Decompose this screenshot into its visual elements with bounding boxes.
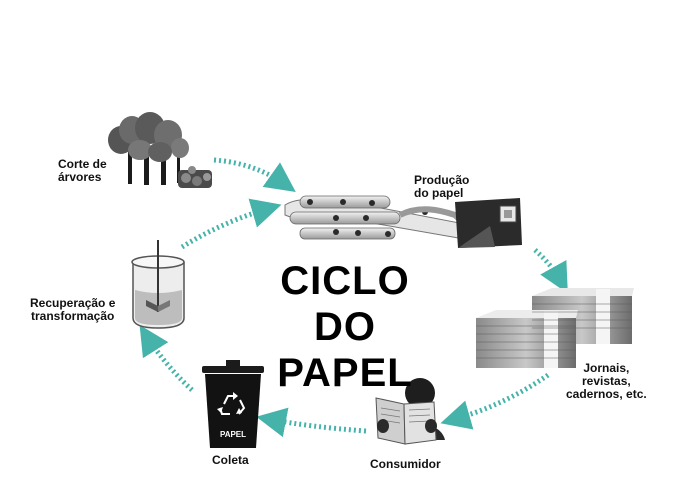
arrow-consumer-to-bin	[256, 407, 367, 438]
label-jornais: Jornais, revistas, cadernos, etc.	[566, 361, 647, 401]
recycling-bin-icon	[202, 360, 264, 448]
logs-icon	[178, 166, 212, 188]
label-recuperacao: Recuperação e transformação	[30, 296, 116, 323]
arrow-production-to-stacks	[533, 248, 568, 294]
arrow-stacks-to-consumer	[440, 372, 550, 430]
diagram-title: CICLO DO PAPEL	[277, 259, 413, 395]
arrow-bin-to-tank	[139, 324, 194, 392]
label-producao: Produção do papel	[414, 173, 470, 200]
cycle-arrows	[139, 157, 568, 438]
label-corte: Corte de árvores	[58, 157, 107, 184]
mixing-tank-icon	[131, 240, 185, 329]
reading-person-icon	[375, 378, 445, 445]
arrow-trees-to-production	[213, 157, 296, 192]
paper-stacks-icon	[476, 288, 634, 368]
arrow-tank-to-production	[180, 198, 282, 250]
bin-label: PAPEL	[219, 430, 247, 439]
trees-icon	[108, 112, 189, 185]
label-coleta: Coleta	[212, 453, 249, 467]
label-consumidor: Consumidor	[370, 457, 441, 471]
paper-machine-icon	[284, 195, 522, 248]
